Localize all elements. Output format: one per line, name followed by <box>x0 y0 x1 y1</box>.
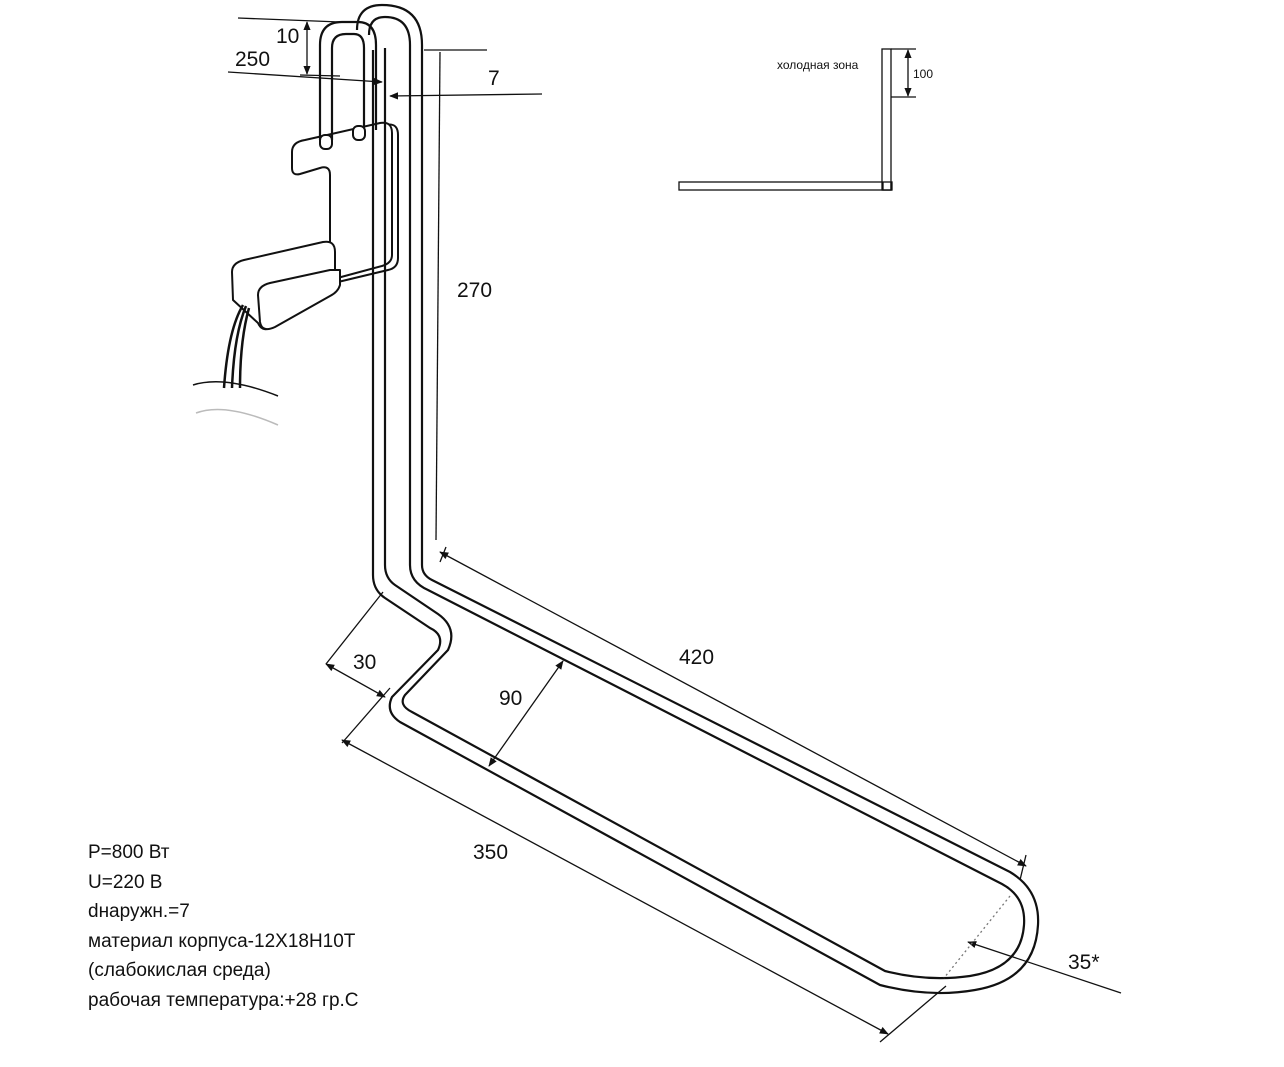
dim-30-label: 30 <box>353 651 376 674</box>
dim-7-label: 7 <box>488 67 500 90</box>
spec-temperature: рабочая температура:+28 гр.С <box>88 989 359 1011</box>
cold-zone-dim-label: 100 <box>913 67 933 81</box>
dim-35-label: 35* <box>1068 951 1100 974</box>
cable-end <box>192 381 279 426</box>
cold-zone-label: холодная зона <box>777 58 859 72</box>
spec-voltage: U=220 В <box>88 871 163 893</box>
lead-wires <box>222 304 251 389</box>
spec-diameter: dнаружн.=7 <box>88 901 190 922</box>
dim-350-label: 350 <box>473 841 508 864</box>
dimension-lines <box>227 17 1122 1043</box>
specifications: P=800 Вт U=220 В dнаружн.=7 материал кор… <box>88 838 359 1015</box>
spec-material: материал корпуса-12Х18Н10Т <box>88 930 356 952</box>
dim-420-label: 420 <box>679 646 714 669</box>
spec-power: P=800 Вт <box>88 842 170 863</box>
side-view <box>678 48 916 191</box>
dim-250-label: 250 <box>235 48 270 71</box>
dim-10-label: 10 <box>276 25 299 48</box>
dim-270-label: 270 <box>457 279 492 302</box>
dim-90-label: 90 <box>499 687 522 710</box>
heating-tube <box>318 3 1040 995</box>
spec-environment: (слабокислая среда) <box>88 960 271 981</box>
